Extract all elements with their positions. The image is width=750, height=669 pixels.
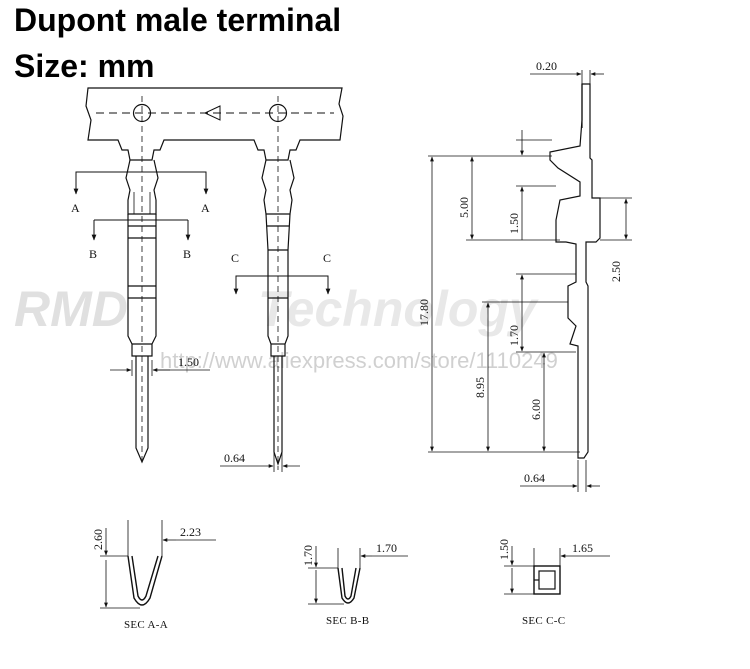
section-c-profile-inner bbox=[538, 570, 556, 590]
dim-label-sec-c-height: 1.50 bbox=[497, 539, 511, 560]
section-b bbox=[308, 546, 408, 605]
dim-label-1-50-side: 1.50 bbox=[507, 213, 521, 234]
terminal-right bbox=[261, 96, 295, 470]
section-a-labels: 2.60 2.23 SEC A-A bbox=[91, 525, 201, 631]
section-label-a: SEC A-A bbox=[124, 619, 168, 631]
terminal-left bbox=[125, 96, 159, 464]
dim-label-sec-a-height: 2.60 bbox=[91, 529, 105, 550]
dim-label-sec-b-width: 1.70 bbox=[376, 541, 397, 555]
section-b-labels: 1.70 1.70 SEC B-B bbox=[301, 541, 397, 627]
dim-label-sec-a-width: 2.23 bbox=[180, 525, 201, 539]
dim-pin-tip-side bbox=[520, 460, 600, 492]
dim-label-1-70-side: 1.70 bbox=[507, 325, 521, 346]
dim-label-total-length: 17.80 bbox=[417, 299, 431, 326]
dim-label-sec-c-width: 1.65 bbox=[572, 541, 593, 555]
side-profile bbox=[549, 83, 601, 459]
section-c bbox=[504, 546, 610, 595]
dim-label-pin-tip-side: 0.64 bbox=[524, 471, 545, 485]
section-a-profile bbox=[127, 555, 163, 606]
section-b-profile bbox=[337, 567, 361, 604]
section-letter-a-right: A bbox=[201, 201, 210, 215]
dim-label-8-95: 8.95 bbox=[473, 377, 487, 398]
section-label-b: SEC B-B bbox=[326, 615, 369, 627]
section-letter-b-right: B bbox=[183, 247, 191, 261]
section-a bbox=[100, 520, 216, 609]
front-view-labels: A A B B C C 1.50 0.64 bbox=[71, 201, 331, 465]
title-line-1: Dupont male terminal bbox=[14, 2, 342, 38]
watermark-url: http://www.aliexpress.com/store/1110249 bbox=[160, 348, 558, 373]
dim-label-6-00: 6.00 bbox=[529, 399, 543, 420]
dim-label-2-50: 2.50 bbox=[609, 261, 623, 282]
front-view bbox=[73, 87, 344, 472]
section-letter-a-left: A bbox=[71, 201, 80, 215]
section-letter-b-left: B bbox=[89, 247, 97, 261]
watermark-brand: RMD bbox=[14, 281, 128, 337]
section-label-c: SEC C-C bbox=[522, 615, 565, 627]
feed-arrow bbox=[203, 105, 221, 121]
dim-label-strip-thickness: 0.20 bbox=[536, 59, 557, 73]
title-line-2: Size: mm bbox=[14, 48, 155, 84]
dim-label-5-00: 5.00 bbox=[457, 197, 471, 218]
watermark: RMD Technology http://www.aliexpress.com… bbox=[14, 281, 558, 373]
side-view-labels: 0.20 17.80 5.00 1.50 2.50 8.95 1.70 6.00… bbox=[417, 59, 623, 485]
section-letter-c-right: C bbox=[323, 251, 331, 265]
section-c-labels: 1.50 1.65 SEC C-C bbox=[497, 539, 593, 627]
dim-label-pin-tip-front: 0.64 bbox=[224, 451, 245, 465]
side-view bbox=[428, 70, 632, 492]
section-mark-b bbox=[91, 219, 191, 241]
dim-label-sec-b-height: 1.70 bbox=[301, 545, 315, 566]
dim-pin-width bbox=[110, 360, 210, 376]
dim-pin-tip-front bbox=[220, 452, 300, 472]
carrier-strip bbox=[85, 87, 344, 161]
section-mark-a bbox=[73, 171, 209, 195]
watermark-name: Technology bbox=[258, 281, 539, 337]
section-letter-c-left: C bbox=[231, 251, 239, 265]
dim-label-pin-width: 1.50 bbox=[178, 355, 199, 369]
section-mark-c bbox=[233, 275, 331, 295]
